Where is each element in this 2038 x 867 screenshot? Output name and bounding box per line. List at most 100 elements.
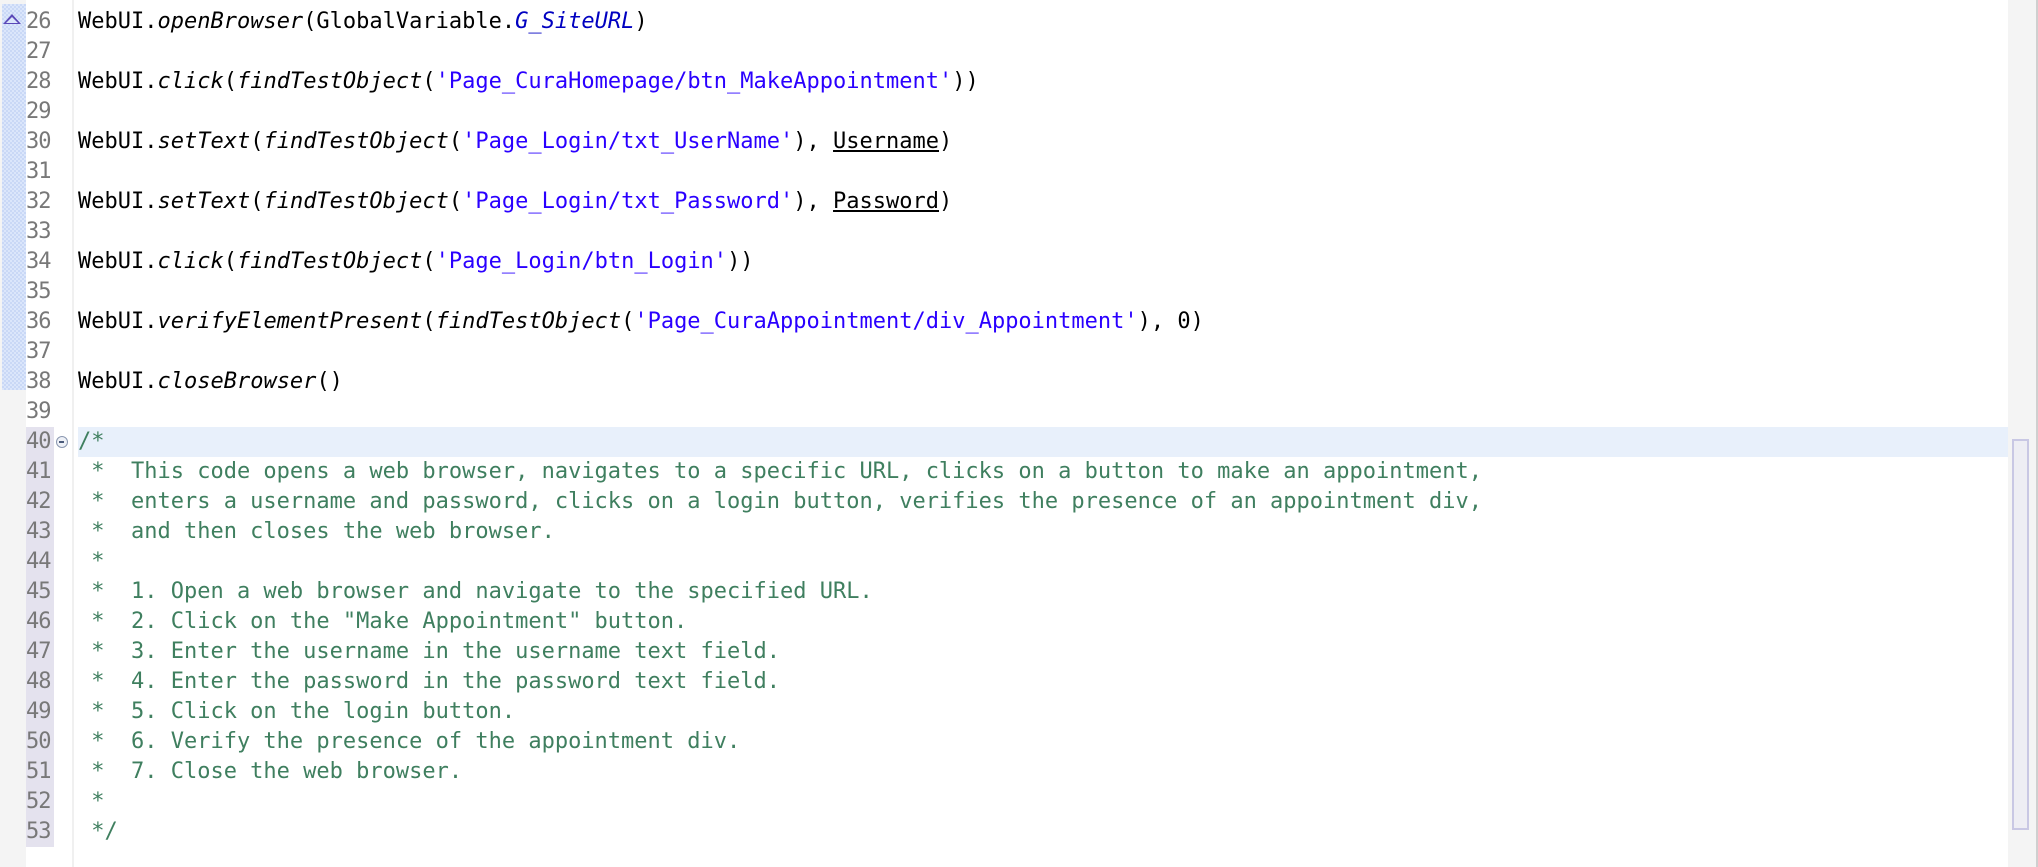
code-token: )): [952, 69, 979, 94]
line-number: 47: [26, 637, 54, 667]
comment-line[interactable]: * This code opens a web browser, navigat…: [78, 459, 1482, 484]
line-number: 29: [26, 99, 52, 124]
function-name: findTestObject: [435, 309, 622, 334]
line-number: 51: [26, 757, 54, 787]
line-number: 26: [26, 9, 52, 34]
code-token: WebUI.: [78, 309, 158, 334]
change-up-arrow-icon[interactable]: [3, 14, 21, 24]
code-line-34[interactable]: WebUI.click(findTestObject('Page_Login/b…: [78, 247, 754, 277]
method-name: setText: [157, 129, 251, 154]
line-number: 33: [26, 219, 52, 244]
code-line-30[interactable]: WebUI.setText(findTestObject('Page_Login…: [78, 127, 952, 157]
editor-right-border: [2036, 0, 2038, 867]
line-number: 39: [26, 399, 52, 424]
line-number: 38: [26, 369, 52, 394]
line-number: 42: [26, 487, 54, 517]
gutter-divider: [72, 0, 74, 867]
code-token: ): [939, 129, 953, 154]
code-token: (: [621, 309, 635, 334]
variable-reference[interactable]: Username: [833, 129, 939, 154]
line-number: 27: [26, 39, 52, 64]
line-number: 43: [26, 517, 54, 547]
function-name: findTestObject: [236, 249, 423, 274]
line-number: 28: [26, 69, 52, 94]
code-token: WebUI.: [78, 369, 158, 394]
line-number: 50: [26, 727, 54, 757]
string-literal: 'Page_CuraAppointment/div_Appointment': [634, 309, 1138, 334]
code-token: (): [316, 369, 343, 394]
comment-line[interactable]: */: [78, 819, 118, 844]
code-token: (: [250, 189, 264, 214]
comment-line[interactable]: * 1. Open a web browser and navigate to …: [78, 579, 873, 604]
code-line-32[interactable]: WebUI.setText(findTestObject('Page_Login…: [78, 187, 952, 217]
method-name: setText: [157, 189, 251, 214]
comment-line[interactable]: * 4. Enter the password in the password …: [78, 669, 780, 694]
string-literal: 'Page_Login/btn_Login': [435, 249, 728, 274]
line-number: 53: [26, 817, 54, 847]
code-line-28[interactable]: WebUI.click(findTestObject('Page_CuraHom…: [78, 67, 979, 97]
folding-column: [54, 0, 72, 867]
comment-line[interactable]: /*: [78, 429, 105, 454]
comment-line[interactable]: * and then closes the web browser.: [78, 519, 555, 544]
line-number: 35: [26, 279, 52, 304]
comment-line[interactable]: * 5. Click on the login button.: [78, 699, 516, 724]
overview-ruler-visible-range[interactable]: [2012, 439, 2029, 830]
code-token: (: [250, 129, 264, 154]
line-number: 30: [26, 129, 52, 154]
collapse-fold-icon[interactable]: [56, 436, 68, 448]
code-token: WebUI.: [78, 249, 158, 274]
code-token: WebUI.: [78, 189, 158, 214]
code-token: (: [422, 249, 436, 274]
method-name: closeBrowser: [157, 369, 317, 394]
code-token: (: [223, 69, 237, 94]
line-number: 46: [26, 607, 54, 637]
code-text-area[interactable]: WebUI.openBrowser(GlobalVariable.G_SiteU…: [74, 0, 2008, 867]
code-token: (: [223, 249, 237, 274]
code-line-36[interactable]: WebUI.verifyElementPresent(findTestObjec…: [78, 307, 1204, 337]
line-number: 44: [26, 547, 54, 577]
change-range-marker[interactable]: [2, 4, 26, 390]
comment-line[interactable]: *: [78, 549, 105, 574]
comment-line[interactable]: * 7. Close the web browser.: [78, 759, 463, 784]
code-token: (GlobalVariable.: [303, 9, 516, 34]
current-line-highlight: [78, 427, 2008, 457]
line-number: 41: [26, 457, 54, 487]
line-number: 37: [26, 339, 52, 364]
code-token: (: [448, 129, 463, 154]
function-name: findTestObject: [236, 69, 423, 94]
string-literal: 'Page_CuraHomepage/btn_MakeAppointment': [435, 69, 953, 94]
code-line-38[interactable]: WebUI.closeBrowser(): [78, 367, 343, 397]
line-number: 32: [26, 189, 52, 214]
method-name: verifyElementPresent: [157, 309, 423, 334]
code-token: ), 0): [1137, 309, 1204, 334]
code-token: (: [422, 69, 436, 94]
line-number: 49: [26, 697, 54, 727]
function-name: findTestObject: [263, 189, 449, 214]
code-token: ),: [793, 189, 834, 214]
code-token: ): [634, 9, 648, 34]
code-token: ),: [793, 129, 834, 154]
method-name: click: [157, 249, 224, 274]
line-number: 34: [26, 249, 52, 274]
code-token: (: [422, 309, 436, 334]
line-number: 45: [26, 577, 54, 607]
line-number: 40: [26, 427, 54, 457]
comment-line[interactable]: * 6. Verify the presence of the appointm…: [78, 729, 741, 754]
string-literal: 'Page_Login/txt_UserName': [462, 129, 794, 154]
line-number: 48: [26, 667, 54, 697]
line-number: 31: [26, 159, 52, 184]
code-token: WebUI.: [78, 69, 158, 94]
code-token: (: [448, 189, 463, 214]
comment-line[interactable]: * enters a username and password, clicks…: [78, 489, 1482, 514]
comment-line[interactable]: *: [78, 789, 105, 814]
code-line-26[interactable]: WebUI.openBrowser(GlobalVariable.G_SiteU…: [78, 7, 648, 37]
line-number: 52: [26, 787, 54, 817]
comment-line[interactable]: * 2. Click on the "Make Appointment" but…: [78, 609, 688, 634]
code-token: )): [727, 249, 754, 274]
annotation-ruler[interactable]: [0, 0, 26, 867]
method-name: openBrowser: [157, 9, 304, 34]
comment-line[interactable]: * 3. Enter the username in the username …: [78, 639, 780, 664]
variable-reference[interactable]: Password: [833, 189, 939, 214]
code-token: WebUI.: [78, 129, 158, 154]
